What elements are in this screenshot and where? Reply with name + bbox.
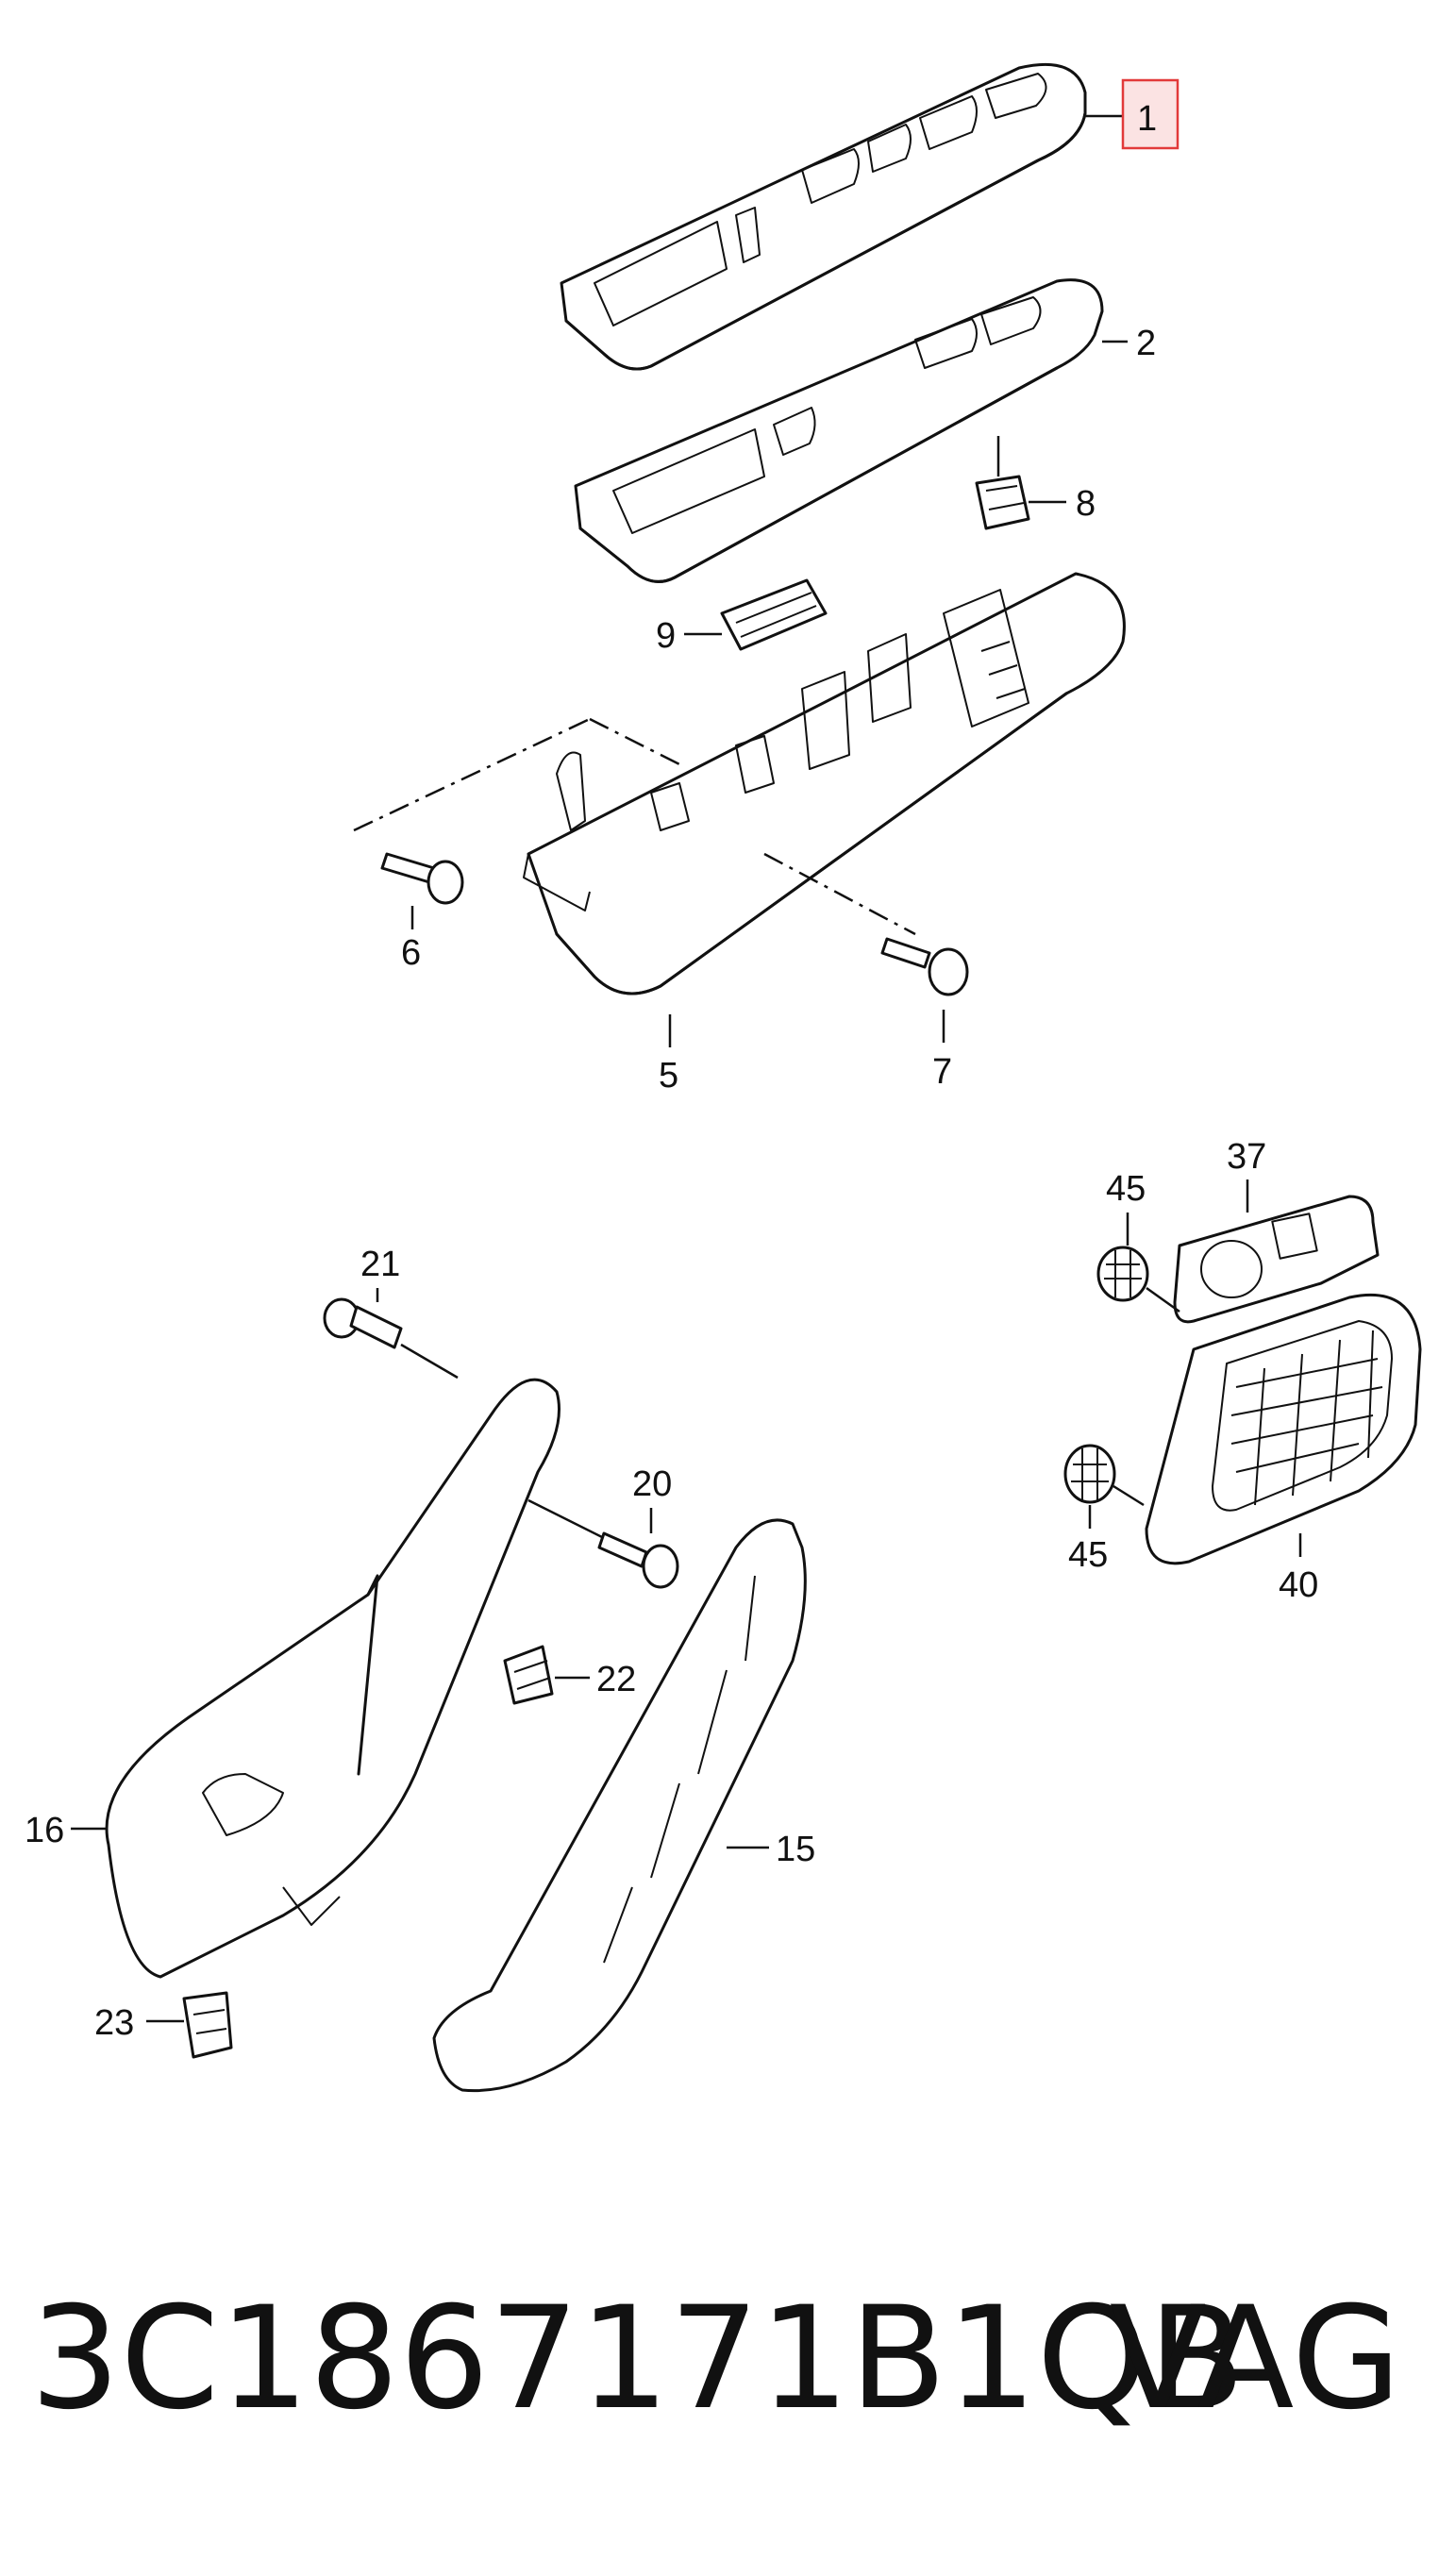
callout-37-label: 37: [1227, 1137, 1266, 1177]
part-20-screw[interactable]: [597, 1531, 679, 1589]
part-40-speaker-grille[interactable]: [1145, 1293, 1422, 1565]
callout-8-label: 8: [1076, 484, 1096, 524]
callout-9-label: 9: [656, 616, 676, 656]
callout-21-leader: [400, 1343, 459, 1380]
assembly-dash-line-6: [353, 717, 680, 832]
callout-6-label: 6: [401, 933, 421, 973]
callout-45-lower-label: 45: [1068, 1535, 1108, 1575]
part-1-armrest-trim-panel[interactable]: [560, 62, 1087, 371]
brand-name: VAG: [1109, 2277, 1401, 2441]
part-37-switch-bezel[interactable]: [1173, 1195, 1380, 1324]
callout-7-label: 7: [932, 1052, 952, 1092]
part-16-door-pull-handle[interactable]: [105, 1378, 561, 1979]
part-22-clip[interactable]: [503, 1645, 554, 1705]
part-5-armrest-housing[interactable]: [523, 572, 1126, 995]
part-2-armrest-trim-panel[interactable]: [574, 278, 1104, 583]
callout-40-label: 40: [1279, 1565, 1318, 1605]
callout-1-highlight-box: [1121, 78, 1180, 150]
part-45-upper-grommet[interactable]: [1096, 1246, 1149, 1302]
part-8-retaining-clip[interactable]: [975, 475, 1030, 530]
part-21-bolt[interactable]: [323, 1297, 403, 1349]
callout-5-label: 5: [659, 1056, 678, 1096]
part-9-insert[interactable]: [720, 578, 828, 651]
callout-1-label: 1: [1137, 99, 1157, 139]
callout-22-label: 22: [596, 1660, 636, 1699]
part-6-screw[interactable]: [380, 852, 464, 905]
part-7-screw[interactable]: [880, 937, 969, 996]
part-45-lower-grommet[interactable]: [1063, 1444, 1116, 1504]
callout-23-label: 23: [94, 2003, 134, 2043]
callout-20-leader: [527, 1498, 605, 1540]
callout-16-label: 16: [25, 1811, 64, 1850]
callout-15-label: 15: [776, 1830, 815, 1869]
callout-45-lower-leader: [1113, 1484, 1145, 1507]
callout-45-upper-leader: [1146, 1286, 1180, 1313]
assembly-dash-line-7: [763, 852, 916, 936]
part-number-footer: 3C1867171B1QB VAG: [0, 2265, 1439, 2453]
part-number: 3C1867171B1QB: [30, 2277, 1246, 2441]
callout-45-upper-label: 45: [1106, 1169, 1146, 1209]
part-23-clip[interactable]: [182, 1991, 233, 2059]
callout-2-label: 2: [1136, 324, 1156, 363]
part-15-trim-strip[interactable]: [432, 1518, 807, 2093]
callout-20-label: 20: [632, 1464, 672, 1504]
callout-21-label: 21: [360, 1245, 400, 1284]
